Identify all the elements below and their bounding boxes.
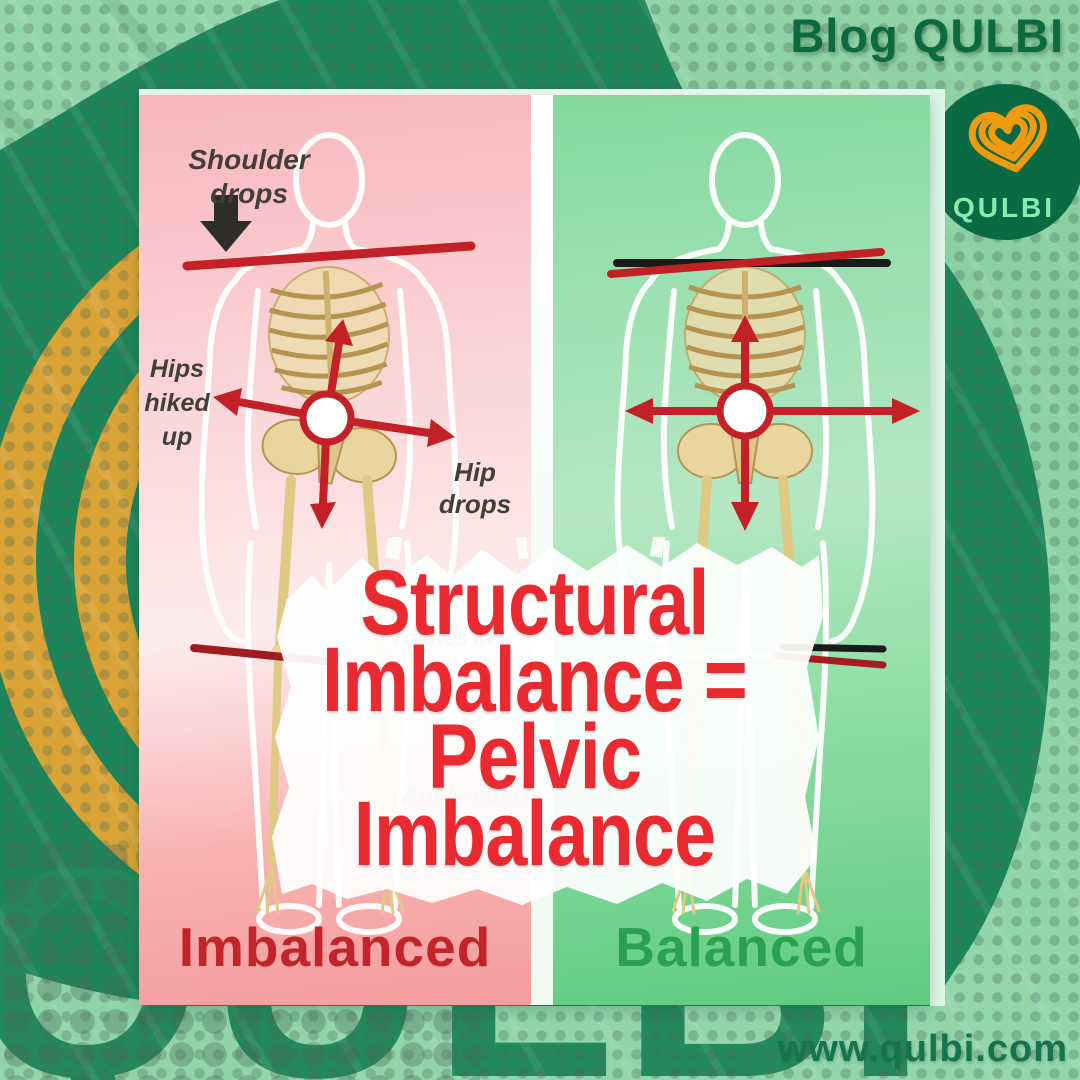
imbalanced-caption: Imbalanced [178, 916, 492, 978]
comparison-card: Shoulder drops Hips hiked up Hip drops r… [139, 95, 930, 1005]
hip-drops-label: Hip drops [438, 457, 512, 519]
shoulder-down-arrow-icon [200, 195, 252, 252]
main-title: Structural Imbalance = Pelvic Imbalance [139, 552, 930, 885]
balanced-caption: Balanced [615, 916, 868, 978]
card-right-border [930, 89, 945, 1006]
pelvic-cross-arrows [213, 319, 455, 529]
hips-hiked-label: Hips hiked up [144, 355, 210, 451]
title-line-2: Imbalance = [322, 629, 748, 731]
heart-icon [968, 104, 1047, 173]
shoulder-drops-label: Shoulder drops [188, 144, 310, 210]
website-url: www.qulbi.com [777, 1028, 1068, 1070]
shoulder-tilt-line [182, 241, 476, 271]
blog-header: Blog QULBI [790, 9, 1064, 62]
shoulder-level-line-red [607, 248, 885, 278]
card-top-border [139, 89, 944, 95]
pelvic-center-circle [716, 382, 774, 440]
pelvic-cross-arrows [625, 315, 920, 531]
qulbi-logo: QULBI [927, 84, 1080, 240]
white-brush-stroke [272, 537, 823, 905]
pelvis [677, 423, 813, 484]
title-line-3: Pelvic [427, 706, 642, 808]
logo-text: QULBI [953, 192, 1055, 223]
pelvic-center-circle [299, 390, 355, 446]
title-line-1: Structural [360, 552, 709, 654]
ribcage [267, 266, 391, 404]
title-line-4: Imbalance [353, 783, 716, 885]
